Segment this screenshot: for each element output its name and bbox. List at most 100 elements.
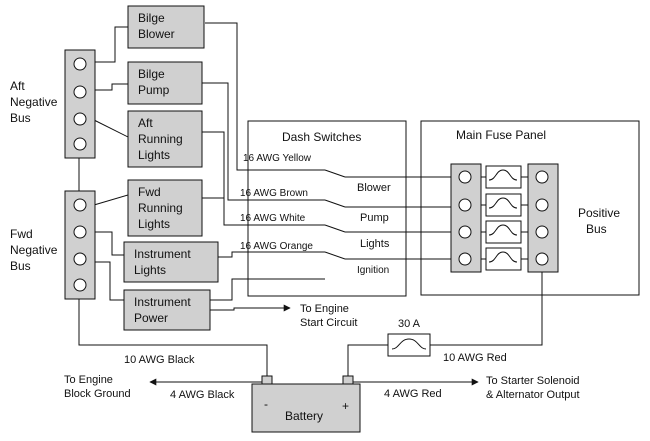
wire-fwd-running-neg	[93, 194, 129, 206]
wire-label-yellow: 16 AWG Yellow	[243, 153, 312, 164]
wire-10awg-black	[78, 298, 268, 377]
fwd-running-label-1: Fwd	[138, 185, 161, 199]
terminal-icon	[73, 137, 87, 151]
fwd-running-label-2: Running	[138, 201, 183, 215]
terminal-icon	[73, 112, 87, 126]
terminal-icon	[73, 225, 87, 239]
main-fuse-panel-title: Main Fuse Panel	[456, 128, 546, 142]
device-bilge-blower: Bilge Blower	[127, 5, 205, 49]
switch-blade-pump	[324, 199, 346, 208]
fuse-30a	[387, 333, 431, 357]
fwd-negative-bus	[64, 190, 96, 300]
battery-positive-terminal	[342, 375, 354, 385]
wire-aft-lights-neg	[93, 119, 131, 139]
wire-instrument-power	[210, 278, 325, 301]
terminal-icon	[458, 225, 472, 239]
positive-bus-label-1: Positive	[578, 206, 620, 220]
aft-bus-label-2: Negative	[10, 95, 58, 109]
battery-negative-terminal	[261, 375, 273, 385]
fuse-icon	[485, 247, 522, 271]
wire-fwd-instpower-neg	[94, 261, 124, 301]
device-fwd-running-lights: Fwd Running Lights	[127, 179, 203, 237]
instrument-power-label-2: Power	[134, 311, 168, 325]
bilge-blower-label-1: Bilge	[138, 11, 165, 25]
wire-label-white: 16 AWG White	[240, 213, 306, 224]
dash-switches-panel	[247, 120, 407, 297]
fuse-element	[488, 169, 518, 181]
fwd-running-label-3: Lights	[138, 217, 170, 231]
aft-negative-bus	[64, 49, 96, 159]
wire-aft-pump-neg	[94, 83, 130, 91]
aft-running-label-2: Running	[138, 132, 183, 146]
fwd-bus-label-3: Bus	[10, 259, 31, 273]
positive-bus-label-2: Bus	[586, 222, 607, 236]
terminal-icon	[73, 85, 87, 99]
terminal-icon	[535, 252, 549, 266]
battery-positive-sign: +	[342, 399, 349, 413]
switch-blade-blower	[324, 169, 346, 178]
switch-blade-lights	[324, 224, 346, 233]
positive-bus	[527, 163, 559, 273]
starter-label-1: To Starter Solenoid	[486, 375, 580, 387]
switch-blade-ignition	[324, 251, 346, 260]
starter-label-2: & Alternator Output	[486, 389, 580, 401]
terminal-icon	[535, 198, 549, 212]
fuse-input-strip	[450, 163, 482, 273]
fuse-element	[488, 224, 518, 236]
terminal-icon	[535, 225, 549, 239]
wire-label-10awg-red: 10 AWG Red	[443, 352, 507, 364]
wire-10awg-red-a	[430, 268, 543, 346]
aft-running-label-3: Lights	[138, 148, 170, 162]
aft-bus-label-3: Bus	[10, 111, 31, 125]
wire-fwd-instlights-neg	[94, 231, 124, 256]
wire-label-brown: 16 AWG Brown	[240, 188, 308, 199]
battery-body	[251, 383, 361, 433]
wire-label-4awg-red: 4 AWG Red	[384, 388, 442, 400]
wires	[78, 22, 543, 386]
engine-ground-label-1: To Engine	[64, 374, 113, 386]
wire-label-10awg-black: 10 AWG Black	[124, 354, 195, 366]
switch-label-pump: Pump	[360, 212, 389, 224]
fuse-icon	[485, 193, 522, 217]
engine-start-label-1: To Engine	[300, 303, 349, 315]
aft-running-label-1: Aft	[138, 116, 153, 130]
terminal-icon	[73, 57, 87, 71]
terminal-icon	[458, 170, 472, 184]
fuse-icon	[485, 165, 522, 189]
wire-16awg-brown	[202, 82, 325, 201]
fuse-icon	[387, 333, 431, 357]
wire-16awg-white-aft	[202, 131, 325, 226]
bilge-pump-label-1: Bilge	[138, 67, 165, 81]
instrument-lights-label-2: Lights	[134, 263, 166, 277]
dash-switches-title: Dash Switches	[282, 130, 361, 144]
wire-label-4awg-black: 4 AWG Black	[170, 389, 235, 401]
wire-engine-start	[210, 304, 291, 312]
switch-label-ignition: Ignition	[357, 265, 389, 276]
battery-negative-sign: -	[264, 397, 268, 411]
bilge-blower-label-2: Blower	[138, 27, 175, 41]
fuse-element	[488, 197, 518, 209]
terminal-icon	[458, 198, 472, 212]
switch-label-blower: Blower	[357, 182, 391, 194]
wire-16awg-orange	[218, 251, 325, 258]
fuse-element	[391, 338, 427, 350]
fuse-30a-label: 30 A	[398, 318, 421, 330]
wire-aft-blower-neg	[94, 26, 130, 63]
terminal-icon	[73, 278, 87, 292]
wire-16awg-yellow	[205, 22, 325, 171]
instrument-lights-label-1: Instrument	[134, 247, 191, 261]
device-bilge-pump: Bilge Pump	[127, 61, 203, 105]
instrument-power-label-1: Instrument	[134, 295, 191, 309]
fuse-element	[488, 251, 518, 263]
battery: - + Battery	[251, 375, 361, 433]
terminal-icon	[73, 252, 87, 266]
bilge-pump-label-2: Pump	[138, 83, 170, 97]
device-instrument-power: Instrument Power	[123, 289, 211, 331]
fwd-bus-label-1: Fwd	[10, 227, 33, 241]
terminal-icon	[73, 198, 87, 212]
aft-bus-label-1: Aft	[10, 79, 25, 93]
switch-label-lights: Lights	[360, 238, 390, 250]
battery-label: Battery	[285, 409, 323, 423]
